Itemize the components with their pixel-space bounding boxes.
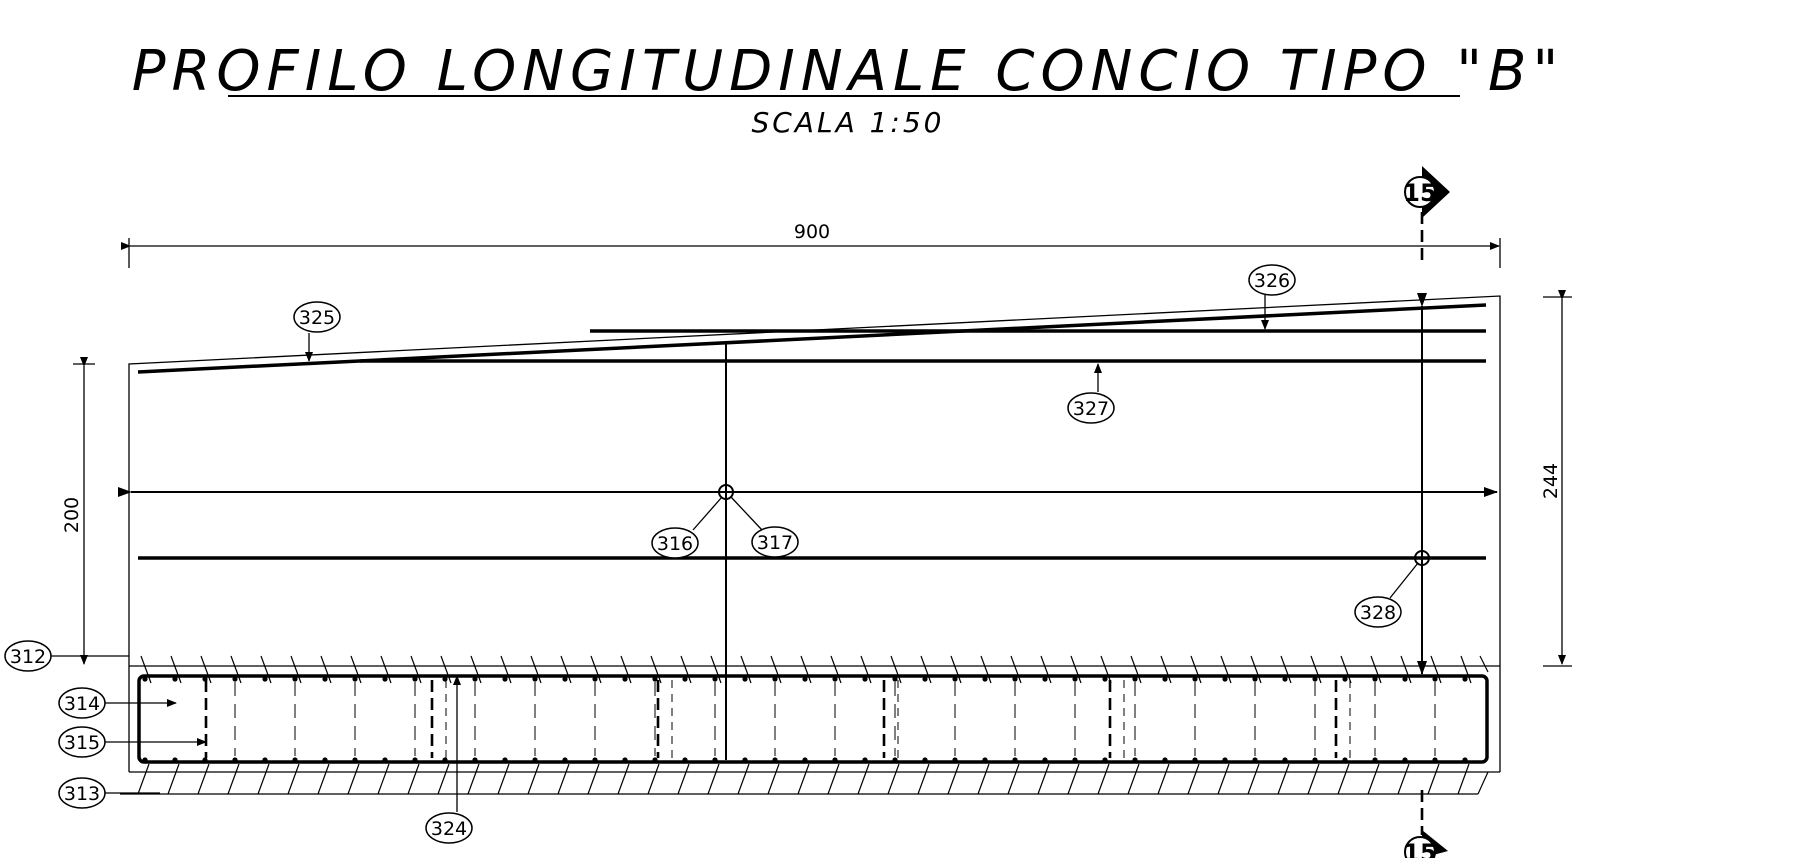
slab-stirrup xyxy=(137,674,1489,764)
callout-313-label: 313 xyxy=(64,783,100,805)
segment-outline xyxy=(128,295,1501,773)
callout-326: 326 xyxy=(1248,264,1296,330)
dimension-length: 900 xyxy=(121,221,1501,268)
callout-327: 327 xyxy=(1067,363,1115,424)
callout-317-label: 317 xyxy=(757,532,793,554)
section-marker-bottom: 15 xyxy=(1403,790,1448,858)
bottom-slab-cage xyxy=(120,655,1489,795)
callout-315-label: 315 xyxy=(64,732,100,754)
callout-312: 312 xyxy=(4,640,129,672)
dimension-height-left: 200 xyxy=(61,357,95,665)
callout-316-label: 316 xyxy=(657,533,693,555)
callout-328-label: 328 xyxy=(1360,602,1396,624)
drawing-title: PROFILO LONGITUDINALE CONCIO TIPO "B" xyxy=(132,39,1564,104)
callout-315: 315 xyxy=(58,726,207,758)
anchor-328 xyxy=(1413,549,1431,567)
upper-bars xyxy=(137,303,1487,560)
section-marker-bottom-label: 15 xyxy=(1403,839,1436,858)
dimension-height-right: 244 xyxy=(1540,290,1572,667)
callout-314-label: 314 xyxy=(64,693,100,715)
callout-312-label: 312 xyxy=(10,646,46,668)
callout-316: 316 xyxy=(651,496,723,559)
dimension-height-left-label: 200 xyxy=(61,497,83,533)
callout-324-label: 324 xyxy=(431,818,467,840)
section-marker-top: 15 xyxy=(1403,166,1450,260)
callout-325-label: 325 xyxy=(299,307,335,329)
section-marker-top-label: 15 xyxy=(1403,179,1436,207)
callout-324: 324 xyxy=(425,675,473,844)
dimension-height-right-label: 244 xyxy=(1540,463,1562,499)
callout-313: 313 xyxy=(58,777,160,809)
callout-328: 328 xyxy=(1354,562,1419,628)
callout-326-label: 326 xyxy=(1254,270,1290,292)
callout-317: 317 xyxy=(730,496,799,558)
callout-327-label: 327 xyxy=(1073,398,1109,420)
dimension-length-label: 900 xyxy=(794,221,830,243)
drawing-scale: SCALA 1:50 xyxy=(751,106,944,139)
anchor-316-317 xyxy=(717,483,735,501)
callout-314: 314 xyxy=(58,687,177,719)
callout-325: 325 xyxy=(293,301,341,362)
